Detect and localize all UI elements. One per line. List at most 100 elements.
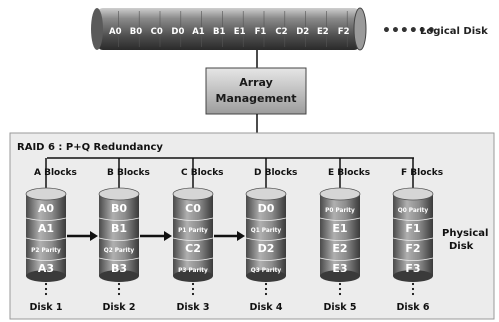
disk-header: A Blocks (34, 168, 77, 178)
logical-block: F1 (255, 27, 267, 37)
data-block: E3 (332, 262, 347, 275)
logical-disk-end-left (91, 8, 103, 50)
disk-cylinder-top (172, 187, 214, 201)
array-management-line1: Array (239, 76, 273, 89)
disk-cylinder-bottom (173, 270, 213, 282)
disk-cell-divider (392, 217, 434, 221)
parity-block: P3 Parity (178, 268, 208, 274)
disk-dot (44, 292, 48, 296)
disk-cylinder-top (245, 187, 287, 201)
disk-dot (411, 292, 415, 296)
data-block: B1 (111, 222, 127, 235)
array-management-box: Array Management (205, 67, 307, 115)
disk-dot (117, 282, 121, 286)
disk-cylinder-body (173, 194, 213, 276)
data-block: D0 (258, 202, 275, 215)
disk-dot (264, 287, 268, 291)
disk-name: Disk 4 (249, 302, 282, 313)
disk-header: D Blocks (254, 168, 297, 178)
logical-block: C0 (151, 27, 163, 37)
data-block: D2 (258, 242, 275, 255)
logical-block: B1 (213, 27, 225, 37)
physical-label-1: Physical (442, 228, 488, 239)
logical-block: B0 (130, 27, 142, 37)
logical-block: C2 (275, 27, 287, 37)
disk-dot (44, 287, 48, 291)
arrow-right-icon (214, 231, 245, 241)
logical-block: E1 (234, 27, 246, 37)
physical-label-2: Disk (449, 241, 474, 252)
disk-dot (411, 287, 415, 291)
disk-cylinder-bottom (26, 270, 66, 282)
disk-cylinder-bottom (320, 270, 360, 282)
disk-name: Disk 2 (102, 302, 135, 313)
parity-block: P1 Parity (178, 228, 208, 234)
disk-name: Disk 3 (176, 302, 209, 313)
array-management-line2: Management (216, 92, 297, 105)
data-block: B3 (111, 262, 127, 275)
disk-cell-divider (98, 237, 140, 241)
disk-cell-divider (319, 257, 361, 261)
parity-block: Q2 Parity (104, 248, 135, 254)
disk-name: Disk 5 (323, 302, 356, 313)
parity-block: Q1 Parity (251, 228, 282, 234)
disk-dot (191, 287, 195, 291)
disk-cylinder-body (99, 194, 139, 276)
disk-header: F Blocks (401, 168, 443, 178)
disk-cylinder-top (98, 187, 140, 201)
logical-block: E2 (317, 27, 329, 37)
array-management-rect (205, 67, 307, 115)
disk-cylinder-body (26, 194, 66, 276)
data-block: A0 (38, 202, 55, 215)
disk-cell-divider (319, 217, 361, 221)
disk-cylinder-bottom (246, 270, 286, 282)
data-block: A1 (38, 222, 54, 235)
parity-block: Q3 Parity (251, 268, 282, 274)
data-block: E1 (332, 222, 347, 235)
disk-cylinder-top (392, 187, 434, 201)
disk-cell-divider (98, 257, 140, 261)
logical-block: D0 (171, 27, 184, 37)
disk-cell-divider (245, 257, 287, 261)
logical-dots: •••••• (382, 23, 436, 39)
disk-dot (117, 292, 121, 296)
disk-name: Disk 1 (29, 302, 62, 313)
disk-header: B Blocks (107, 168, 150, 178)
disk-name: Disk 6 (396, 302, 429, 313)
disk-cell-divider (98, 217, 140, 221)
disk-cell-divider (319, 237, 361, 241)
disk-cell-divider (172, 237, 214, 241)
disk-cylinder-bottom (99, 270, 139, 282)
disk-header: E Blocks (328, 168, 370, 178)
arrow-right-icon (140, 231, 172, 241)
disk-cell-divider (245, 237, 287, 241)
logical-disk-body (97, 8, 360, 50)
disk-dot (264, 292, 268, 296)
disk-cylinder-top (319, 187, 361, 201)
data-block: F3 (405, 262, 420, 275)
disk-dot (264, 282, 268, 286)
data-block: F2 (405, 242, 420, 255)
logical-disk-label: Logical Disk (420, 26, 488, 37)
disk-cell-divider (392, 257, 434, 261)
logical-block: A0 (109, 27, 122, 37)
logical-disk-end-right (353, 7, 367, 51)
disk-cylinder-body (246, 194, 286, 276)
data-block: E2 (332, 242, 347, 255)
disk-cell-divider (25, 217, 67, 221)
disk-dot (44, 282, 48, 286)
disk-dot (411, 282, 415, 286)
disk-header: C Blocks (181, 168, 224, 178)
arrow-right-icon (67, 231, 98, 241)
disk-cell-divider (172, 257, 214, 261)
